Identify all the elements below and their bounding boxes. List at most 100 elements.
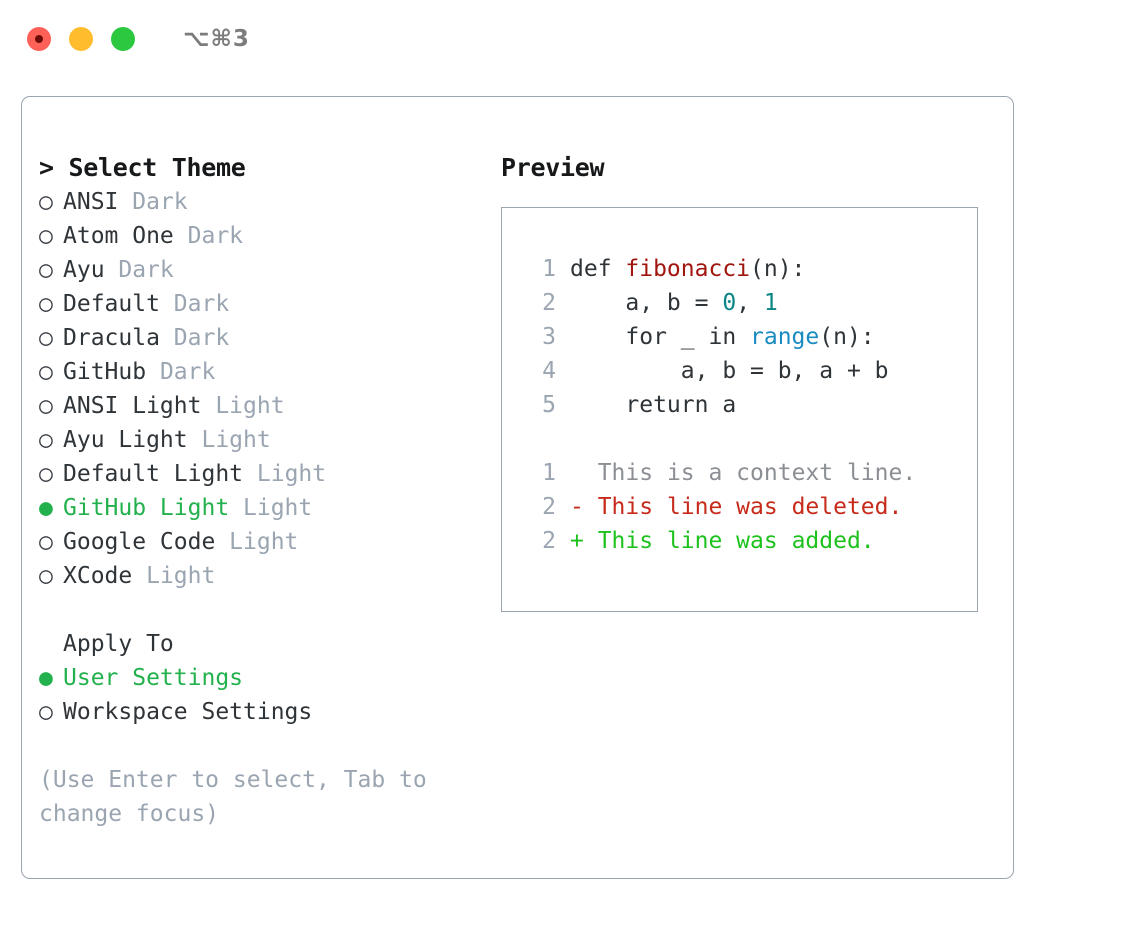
line-number: 5 bbox=[542, 392, 556, 418]
radio-unselected-icon[interactable]: ○ bbox=[39, 359, 53, 385]
line-number: 2 bbox=[542, 290, 556, 316]
main-card: > Select Theme ○ANSI Dark○Atom One Dark○… bbox=[21, 96, 1014, 879]
code-token: (n): bbox=[750, 256, 806, 282]
theme-variant-tag: Light bbox=[201, 427, 271, 453]
theme-option-label: Ayu Light bbox=[63, 427, 202, 453]
theme-option-dracula[interactable]: ○ Dracula Dark bbox=[39, 321, 479, 355]
keyboard-hint-text: (Use Enter to select, Tab to change focu… bbox=[39, 767, 441, 827]
recording-indicator-dot bbox=[35, 35, 43, 43]
code-token: , bbox=[736, 290, 764, 316]
radio-unselected-icon[interactable]: ○ bbox=[39, 563, 53, 589]
diff-marker bbox=[570, 456, 584, 490]
theme-option-ayu-light[interactable]: ○ Ayu Light Light bbox=[39, 423, 479, 457]
radio-selected-icon[interactable]: ● bbox=[39, 665, 53, 691]
theme-option-label: Google Code bbox=[63, 529, 230, 555]
code-line: 4 a, b = b, a + b bbox=[502, 354, 977, 388]
theme-option-label: Default Light bbox=[63, 461, 257, 487]
diff-line-ctx: 1 This is a context line. bbox=[502, 456, 977, 490]
code-token: for _ in bbox=[570, 324, 751, 350]
radio-unselected-icon[interactable]: ○ bbox=[39, 427, 53, 453]
diff-marker: - bbox=[570, 494, 584, 520]
theme-variant-tag: Dark bbox=[132, 189, 188, 215]
radio-unselected-icon[interactable]: ○ bbox=[39, 393, 53, 419]
theme-option-label: ANSI Light bbox=[63, 393, 216, 419]
radio-unselected-icon[interactable]: ○ bbox=[39, 223, 53, 249]
minimize-button[interactable] bbox=[69, 27, 93, 51]
radio-unselected-icon[interactable]: ○ bbox=[39, 325, 53, 351]
code-token: def bbox=[570, 256, 626, 282]
line-number: 2 bbox=[542, 528, 556, 554]
diff-marker: + bbox=[570, 528, 584, 554]
apply-to-option-user-settings[interactable]: ● User Settings bbox=[39, 661, 479, 695]
code-line: 5 return a bbox=[502, 388, 977, 422]
line-number: 3 bbox=[542, 324, 556, 350]
theme-option-default[interactable]: ○ Default Dark bbox=[39, 287, 479, 321]
close-button[interactable] bbox=[27, 27, 51, 51]
code-token: fibonacci bbox=[625, 256, 751, 282]
theme-option-github[interactable]: ○ GitHub Dark bbox=[39, 355, 479, 389]
line-number: 2 bbox=[542, 494, 556, 520]
diff-line-del: 2- This line was deleted. bbox=[502, 490, 977, 524]
line-number: 1 bbox=[542, 256, 556, 282]
diff-sample: 1 This is a context line.2- This line wa… bbox=[502, 456, 977, 558]
radio-unselected-icon[interactable]: ○ bbox=[39, 461, 53, 487]
theme-option-ansi[interactable]: ○ ANSI Dark bbox=[39, 185, 479, 219]
theme-option-label: XCode bbox=[63, 563, 147, 589]
theme-variant-tag: Light bbox=[256, 461, 327, 487]
traffic-lights bbox=[27, 27, 135, 51]
apply-to-option-label: Workspace Settings bbox=[63, 699, 313, 725]
code-token: range bbox=[750, 324, 820, 350]
theme-variant-tag: Dark bbox=[159, 359, 216, 385]
theme-option-default-light[interactable]: ○ Default Light Light bbox=[39, 457, 479, 491]
apply-to-header: Apply To bbox=[63, 631, 174, 657]
diff-line-add: 2+ This line was added. bbox=[502, 524, 977, 558]
radio-unselected-icon[interactable]: ○ bbox=[39, 257, 53, 283]
theme-option-label: GitHub Light bbox=[63, 495, 244, 521]
radio-unselected-icon[interactable]: ○ bbox=[39, 529, 53, 555]
theme-option-ayu[interactable]: ○Ayu Dark bbox=[39, 253, 479, 287]
spacer bbox=[39, 593, 479, 627]
window-titlebar: ⌥⌘3 bbox=[0, 0, 1140, 78]
select-theme-header: > Select Theme bbox=[39, 153, 246, 182]
theme-variant-tag: Dark bbox=[187, 223, 244, 249]
code-token: (n): bbox=[819, 324, 875, 350]
theme-option-xcode[interactable]: ○ XCode Light bbox=[39, 559, 479, 593]
theme-variant-tag: Dark bbox=[118, 257, 174, 283]
radio-selected-icon[interactable]: ● bbox=[39, 495, 53, 521]
maximize-button[interactable] bbox=[111, 27, 135, 51]
code-token: 1 bbox=[763, 290, 778, 316]
theme-option-list[interactable]: ○ANSI Dark○Atom One Dark○Ayu Dark○Defaul… bbox=[39, 185, 479, 593]
code-token: a, b = b, a + b bbox=[570, 358, 889, 384]
diff-text: This line was deleted. bbox=[583, 494, 903, 520]
theme-option-label: ANSI bbox=[63, 189, 133, 215]
theme-option-label: Dracula bbox=[63, 325, 174, 351]
radio-unselected-icon[interactable]: ○ bbox=[39, 189, 53, 215]
keyboard-shortcut-label: ⌥⌘3 bbox=[183, 26, 250, 52]
theme-option-label: GitHub bbox=[63, 359, 160, 385]
code-line: 2 a, b = 0, 1 bbox=[502, 286, 977, 320]
theme-variant-tag: Light bbox=[243, 495, 313, 521]
radio-unselected-icon[interactable]: ○ bbox=[39, 291, 53, 317]
theme-option-label: Atom One bbox=[63, 223, 188, 249]
apply-to-option-label: User Settings bbox=[63, 665, 244, 691]
apply-to-option-workspace-settings[interactable]: ○ Workspace Settings bbox=[39, 695, 479, 729]
theme-option-github-light[interactable]: ● GitHub Light Light bbox=[39, 491, 479, 525]
spacer bbox=[502, 422, 977, 456]
apply-to-option-list[interactable]: ● User Settings ○ Workspace Settings bbox=[39, 661, 479, 729]
theme-variant-tag: Dark bbox=[173, 325, 230, 351]
theme-variant-tag: Light bbox=[215, 393, 285, 419]
theme-option-label: Default bbox=[63, 291, 174, 317]
code-token: a, b = bbox=[570, 290, 723, 316]
code-token: return a bbox=[570, 392, 737, 418]
theme-option-ansi-light[interactable]: ○ ANSI Light Light bbox=[39, 389, 479, 423]
theme-variant-tag: Light bbox=[146, 563, 216, 589]
theme-option-atom-one[interactable]: ○ Atom One Dark bbox=[39, 219, 479, 253]
theme-variant-tag: Dark bbox=[173, 291, 230, 317]
theme-option-google-code[interactable]: ○ Google Code Light bbox=[39, 525, 479, 559]
radio-unselected-icon[interactable]: ○ bbox=[39, 699, 53, 725]
theme-variant-tag: Light bbox=[229, 529, 299, 555]
